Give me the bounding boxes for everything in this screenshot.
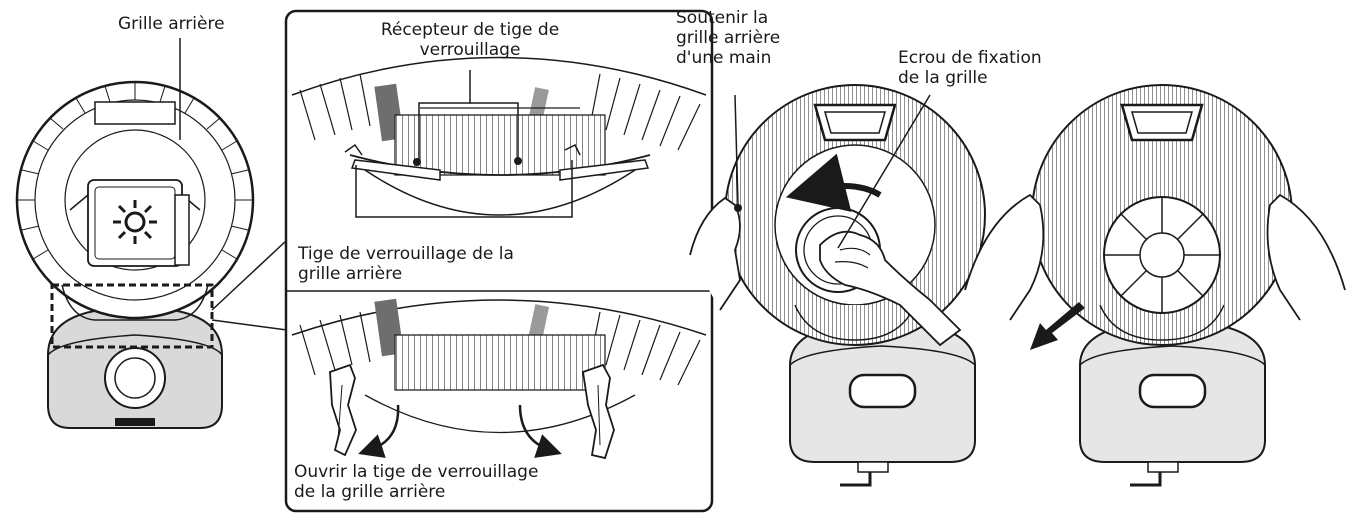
- receiver-dot-right: [514, 157, 522, 165]
- fan-unscrew-step: [690, 85, 985, 485]
- pull-arrow-icon: [1030, 302, 1085, 350]
- label-rear-grille: Grille arrière: [118, 14, 225, 34]
- label-support-hand: Soutenir la grille arrière d'une main: [676, 8, 780, 68]
- fan-remove-grille-step: [965, 85, 1345, 485]
- label-lock-receiver: Récepteur de tige de verrouillage: [330, 20, 610, 60]
- receiver-dot-left: [413, 158, 421, 166]
- label-lock-rod: Tige de verrouillage de la grille arrièr…: [298, 244, 514, 284]
- fan-rear-view: [17, 38, 253, 428]
- label-open-rod: Ouvrir la tige de verrouillage de la gri…: [294, 462, 538, 502]
- label-fixing-nut: Ecrou de fixation de la grille: [898, 48, 1042, 88]
